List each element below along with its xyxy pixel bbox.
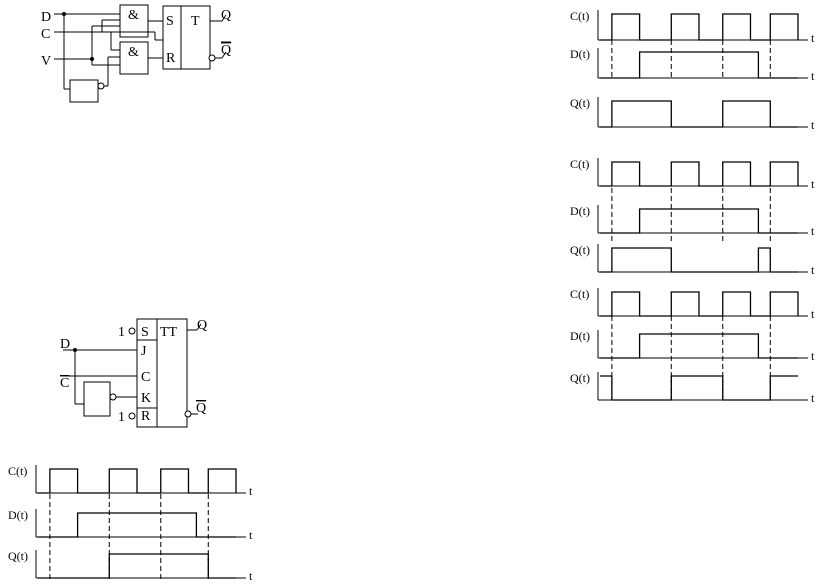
circuit2-type: TT (160, 325, 178, 340)
circuit2-qbar-bubble (184, 410, 192, 418)
circuit1-flipflop (162, 5, 211, 70)
time-axis-label: t (811, 118, 815, 132)
circuit2-inverter (83, 381, 111, 417)
circuit-1: D C V & & S R T Q Q (41, 4, 231, 103)
circuit1-out-qbar: Q (221, 43, 231, 58)
circuit2-k: K (141, 391, 151, 406)
circuit1-inverter-bubble (97, 82, 105, 90)
time-axis-label: t (249, 528, 253, 542)
signal-label: C(t) (570, 9, 589, 23)
circuit1-out-q: Q (221, 8, 231, 23)
circuit1-inverter (69, 79, 99, 103)
waveform-ct (600, 13, 799, 41)
signal-label: Q(t) (570, 243, 590, 257)
signal-label: C(t) (570, 287, 589, 301)
circuit1-input-v: V (41, 54, 51, 69)
signal-label: Q(t) (570, 96, 590, 110)
circuit1-ff-r: R (166, 51, 176, 66)
circuit2-in-c: C (60, 376, 69, 391)
circuit2-s-bubble (128, 327, 136, 335)
time-axis-label: t (811, 263, 815, 277)
signal-label: C(t) (570, 157, 589, 171)
waveform-ct (600, 291, 799, 317)
circuit1-ff-s: S (166, 14, 174, 29)
waveform-qt (38, 553, 236, 579)
circuit1-input-d: D (41, 10, 51, 25)
time-axis-label: t (811, 69, 815, 83)
circuit1-qbar-bubble (208, 54, 216, 62)
circuit1-ff-type: T (191, 14, 200, 29)
circuit2-one-s: 1 (118, 325, 125, 340)
signal-label: D(t) (570, 329, 590, 343)
signal-label: D(t) (570, 204, 590, 218)
circuit2-flipflop (136, 318, 188, 428)
circuit-2: S J C K R TT 1 1 Q Q D C (60, 318, 207, 428)
time-axis-label: t (811, 349, 815, 363)
circuit1-and-gate-bottom (119, 41, 149, 75)
circuit2-inverter-bubble (109, 393, 117, 401)
waveform-qt (600, 375, 798, 401)
circuit2-r: R (141, 409, 151, 424)
time-axis-label: t (249, 569, 253, 583)
time-axis-label: t (811, 307, 815, 321)
circuit1-input-c: C (41, 27, 50, 42)
signal-label: Q(t) (570, 371, 590, 385)
timing-set-bottom-left: C(t)tD(t)tQ(t)t (8, 464, 253, 583)
timing-set-top-right: C(t)tD(t)tQ(t)t (570, 9, 815, 132)
waveform-dt (600, 51, 798, 79)
circuit2-out-q: Q (197, 318, 207, 333)
circuit2-in-d: D (60, 337, 70, 352)
signal-label: C(t) (8, 464, 27, 478)
time-axis-label: t (811, 391, 815, 405)
waveform-qt (600, 247, 798, 273)
circuit1-and-gate-top-label: & (128, 8, 139, 23)
signal-label: Q(t) (8, 549, 28, 563)
waveform-dt (38, 512, 236, 538)
waveform-qt (600, 100, 798, 128)
time-axis-label: t (249, 484, 253, 498)
timing-set-middle-right: C(t)tD(t)tQ(t)t (570, 157, 815, 277)
waveform-ct (38, 468, 237, 494)
circuit1-and-gate-bottom-label: & (128, 45, 139, 60)
circuit2-j: J (141, 344, 147, 359)
waveform-dt (600, 208, 798, 234)
time-axis-label: t (811, 177, 815, 191)
waveform-dt (600, 333, 798, 359)
signal-label: D(t) (8, 508, 28, 522)
waveform-ct (600, 161, 799, 187)
time-axis-label: t (811, 31, 815, 45)
timing-set-lower-right: C(t)tD(t)tQ(t)t (570, 287, 815, 405)
circuit2-s: S (141, 325, 149, 340)
timing-diagrams: C(t)tD(t)tQ(t)tC(t)tD(t)tQ(t)tC(t)tD(t)t… (8, 9, 815, 583)
circuit2-r-bubble (128, 412, 136, 420)
circuit2-c: C (141, 370, 150, 385)
time-axis-label: t (811, 224, 815, 238)
circuit2-one-r: 1 (118, 410, 125, 425)
circuit2-out-qbar: Q (196, 401, 206, 416)
signal-label: D(t) (570, 47, 590, 61)
